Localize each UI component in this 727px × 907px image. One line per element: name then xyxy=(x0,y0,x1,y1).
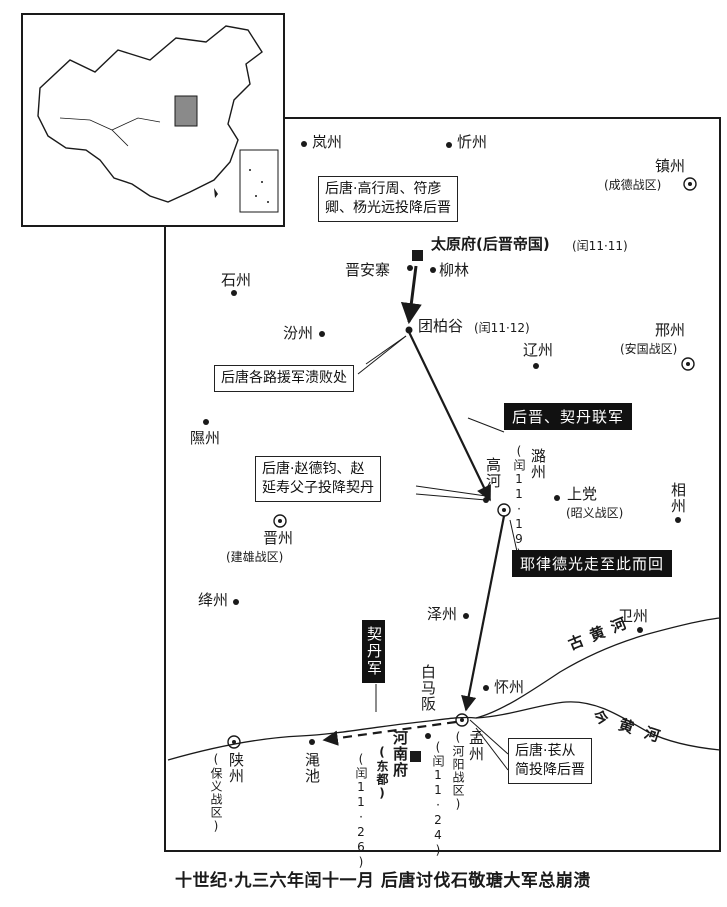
label-yelu-return: 耶律德光走至此而回 xyxy=(512,550,673,577)
label-shanzhou-zone: (保义战区) xyxy=(209,752,223,834)
label-xingzhou-zone: (安国战区) xyxy=(620,342,678,356)
label-tuanbaigu-date: (闰11·12) xyxy=(474,321,530,335)
label-xinzhou: 忻州 xyxy=(457,133,488,151)
label-zezhou: 泽州 xyxy=(427,605,458,623)
route-luzhou-mengzhou xyxy=(461,515,506,712)
label-luzhou-date: (闰11·19) xyxy=(512,444,526,562)
label-zhenzhou-zone: (成德战区) xyxy=(604,178,662,192)
taiyuan-marker xyxy=(412,250,423,261)
city-dots xyxy=(203,141,681,745)
callout-line: 后唐·高行周、符彦 xyxy=(325,181,442,197)
label-xingzhou: 邢州 xyxy=(655,321,686,339)
callout-line: 延寿父子投降契丹 xyxy=(262,480,374,496)
label-allied-army: 后晋、契丹联军 xyxy=(504,403,633,430)
label-weizhou: 卫州 xyxy=(618,607,649,625)
callout-line: 后唐·赵德钧、赵 xyxy=(262,461,365,477)
highlight-region xyxy=(174,95,198,127)
label-jinancai: 晋安寨 xyxy=(345,261,391,279)
callout-rout: 后唐各路援军溃败处 xyxy=(214,365,354,392)
label-mengzhou-date: (闰11·24) xyxy=(431,740,445,858)
label-lanzhou: 岚州 xyxy=(312,133,343,151)
label-henanfu-alt: (东都) xyxy=(375,745,389,801)
map-frame xyxy=(164,117,721,852)
callout-line: 后唐各路援军溃败处 xyxy=(221,370,347,386)
label-mengzhou-zone: (河阳战区) xyxy=(451,730,465,812)
route-tuanbaigu-gaohe xyxy=(408,331,491,502)
label-zhenzhou: 镇州 xyxy=(655,157,686,175)
label-liaozhou: 辽州 xyxy=(523,341,554,359)
route-khitan-mianchi xyxy=(322,720,457,746)
label-gaohe: 高河 xyxy=(484,457,502,489)
label-taiyuan-date: (闰11·11) xyxy=(572,239,628,253)
label-shizhou: 石州 xyxy=(221,271,252,289)
label-shangdang-zone: (昭义战区) xyxy=(566,506,624,520)
label-shangdang: 上党 xyxy=(567,485,598,503)
label-tuanbaigu: 团柏谷 xyxy=(418,317,464,335)
inset-map xyxy=(21,13,285,227)
label-shanzhou: 陕州 xyxy=(227,752,245,784)
new-yellow-river xyxy=(475,701,721,751)
callout-line: 卿、杨光远投降后晋 xyxy=(325,200,451,216)
route-taiyuan-tuanbaigu xyxy=(400,265,422,325)
label-liulin: 柳林 xyxy=(439,261,470,279)
label-jinzhou-zone: (建雄战区) xyxy=(226,550,284,564)
callout-surrender-gaoxingzhou: 后唐·高行周、符彦 卿、杨光远投降后晋 xyxy=(318,176,458,222)
callout-line: 简投降后晋 xyxy=(515,762,585,778)
henanfu-marker xyxy=(410,751,421,762)
old-yellow-river xyxy=(167,617,721,761)
label-henanfu: 河南府 xyxy=(391,730,409,778)
callout-line: 后唐·苌从 xyxy=(515,743,576,759)
label-huaizhou: 怀州 xyxy=(494,678,525,696)
label-xizhou: 隰州 xyxy=(190,429,221,447)
label-jiangzhou: 绛州 xyxy=(198,591,229,609)
label-luzhou: 潞州 xyxy=(529,448,547,480)
label-fenzhou: 汾州 xyxy=(283,324,314,342)
label-jinzhou: 晋州 xyxy=(263,529,294,547)
callout-surrender-zhaodejun: 后唐·赵德钧、赵 延寿父子投降契丹 xyxy=(255,456,381,502)
label-mianchi: 渑池 xyxy=(303,752,321,784)
map-caption: 十世纪·九三六年闰十一月 后唐讨伐石敬瑭大军总崩溃 xyxy=(175,871,591,891)
label-xiangzhou: 相州 xyxy=(669,482,687,514)
label-taiyuan: 太原府(后晋帝国) xyxy=(431,235,550,253)
label-baimapo: 白马阪 xyxy=(419,664,437,712)
label-henanfu-date: (闰11·26) xyxy=(354,752,368,870)
label-mengzhou: 孟州 xyxy=(467,730,485,762)
callout-surrender-changcongjian: 后唐·苌从 简投降后晋 xyxy=(508,738,592,784)
label-khitan-army: 契丹军 xyxy=(362,620,385,683)
zone-markers xyxy=(227,177,697,749)
